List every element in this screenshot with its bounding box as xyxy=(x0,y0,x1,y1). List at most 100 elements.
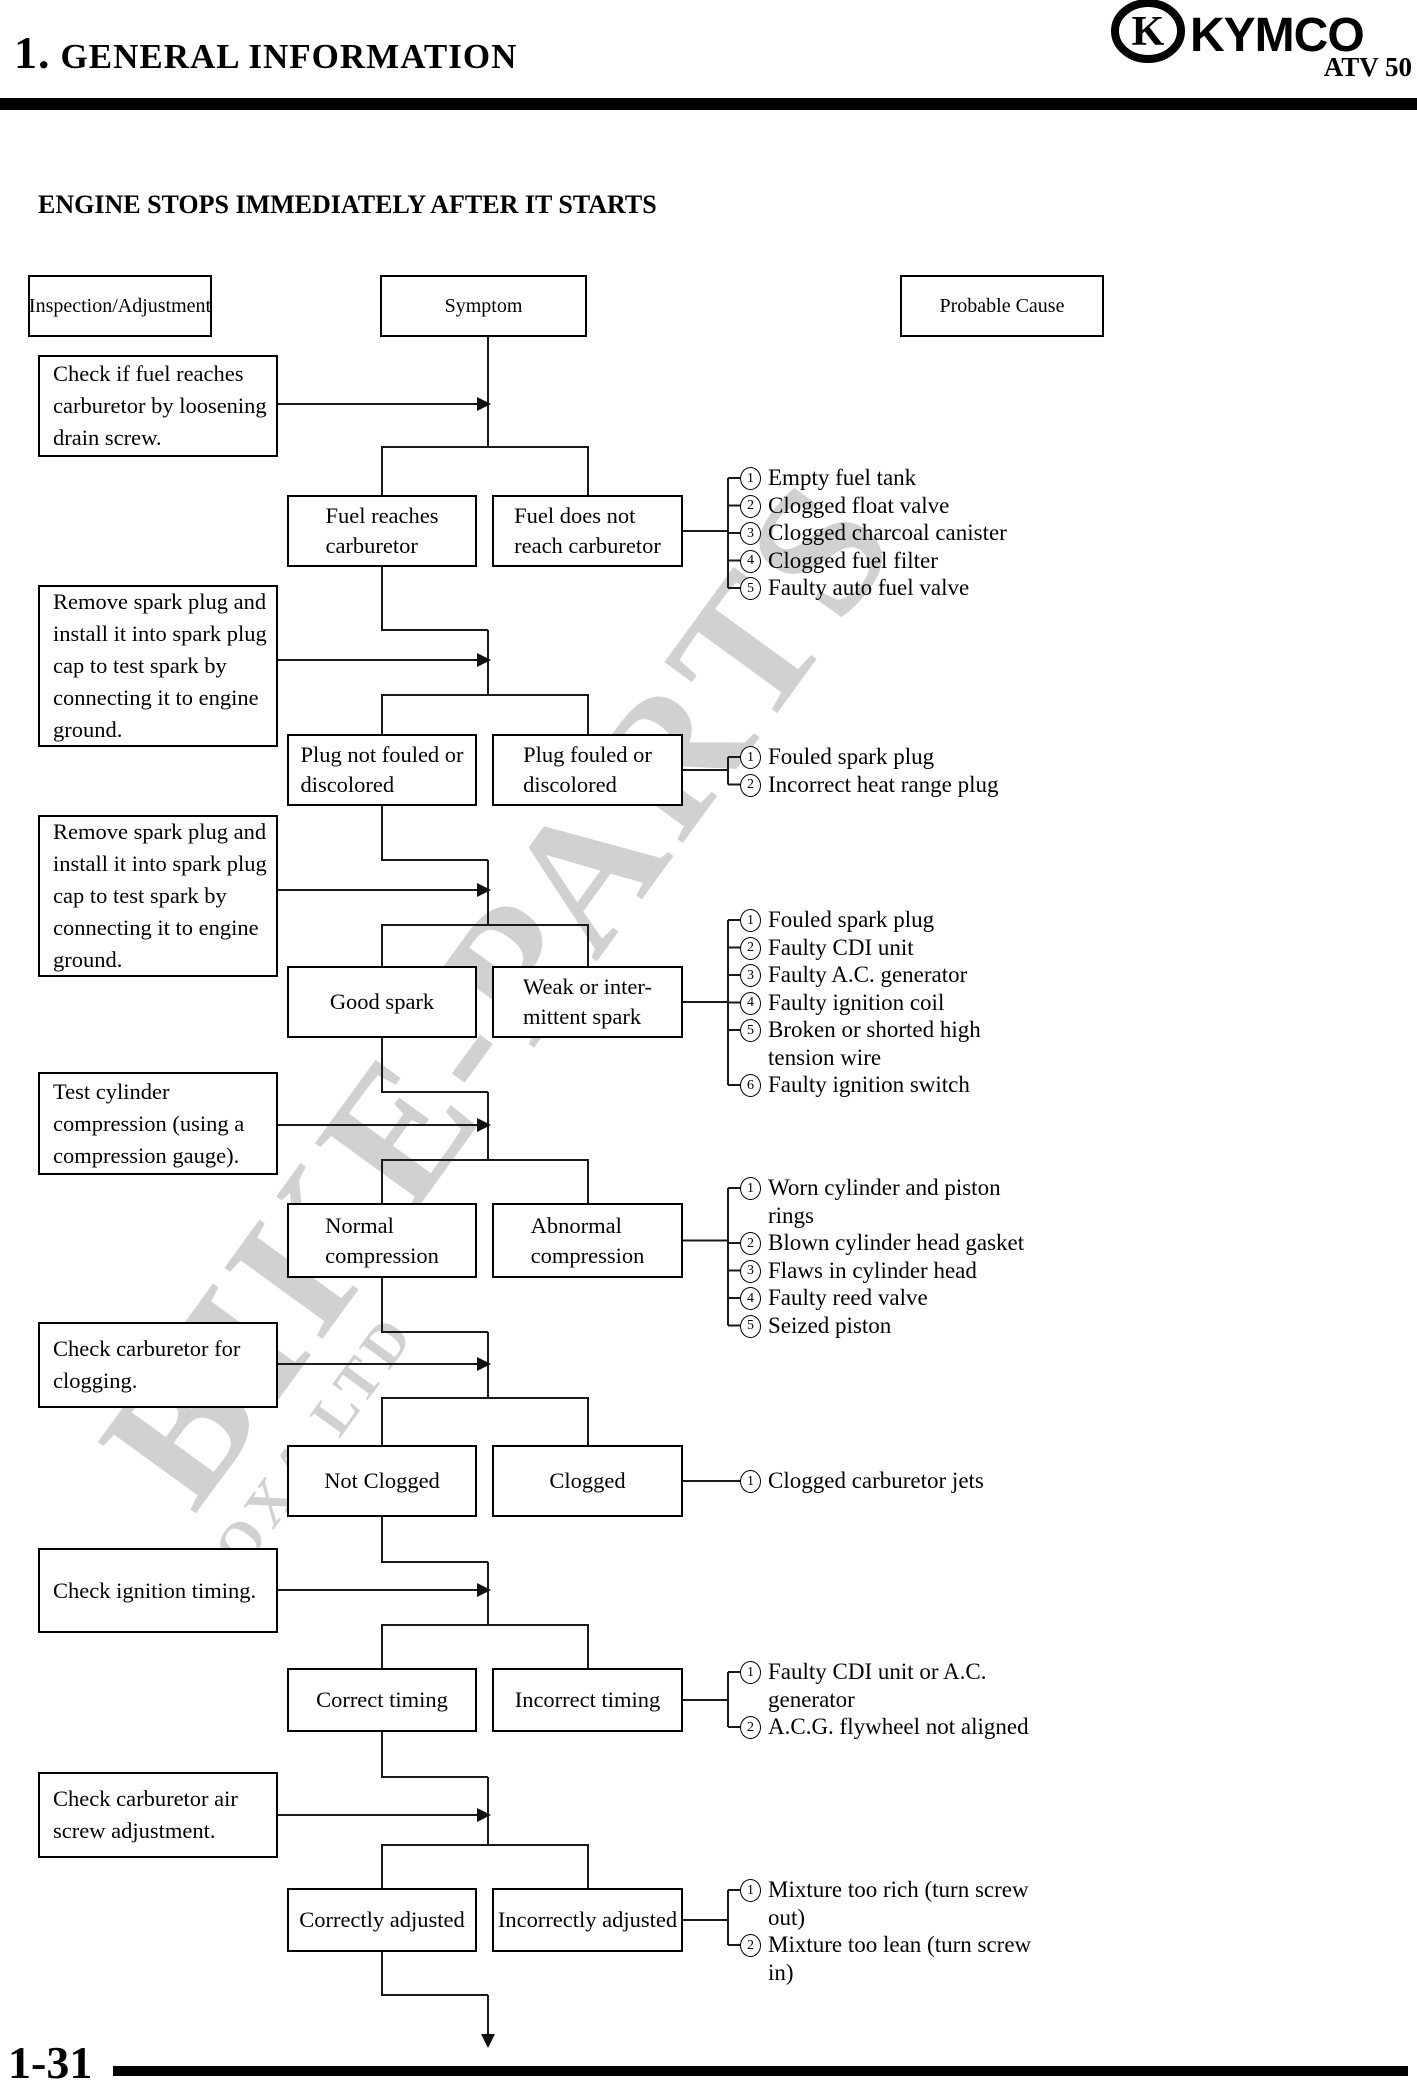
cause-text: Clogged float valve xyxy=(768,492,950,518)
cause-number: 3 xyxy=(740,964,761,987)
symptom-ok-text: Plug not fouled or discolored xyxy=(300,742,464,797)
kymco-logo: K xyxy=(1110,0,1186,71)
symptom-ok-box: Normal compression xyxy=(287,1203,477,1278)
cause-item: 4 Clogged fuel filter xyxy=(740,547,1007,575)
symptom-ok-box: Plug not fouled or discolored xyxy=(287,734,477,806)
cause-number: 3 xyxy=(740,522,761,545)
cause-text: Clogged charcoal canister xyxy=(768,520,1007,545)
brand-wordmark: KYMCO xyxy=(1190,9,1365,62)
symptom-bad-text: Incorrectly adjusted xyxy=(497,1907,678,1932)
cause-text: Faulty reed valve xyxy=(768,1285,928,1310)
page-number: 1-31 xyxy=(8,2037,93,2088)
cause-item: 2 Incorrect heat range plug xyxy=(740,771,999,799)
cause-number: 1 xyxy=(740,1470,761,1493)
symptom-ok-text: Correctly adjusted xyxy=(299,1907,465,1932)
symptom-bad-text: Weak or inter- mittent spark xyxy=(523,974,652,1029)
cause-number: 3 xyxy=(740,1259,761,1283)
symptom-bad-text: Clogged xyxy=(549,1468,626,1493)
column-header-probable-cause: Probable Cause xyxy=(900,275,1104,337)
inspection-box: Check carburetor for clogging. xyxy=(38,1322,278,1408)
symptom-bad-box: Abnormal compression xyxy=(492,1203,683,1278)
cause-number: 1 xyxy=(740,1177,761,1200)
symptom-bad-text: Abnormal compression xyxy=(530,1212,645,1268)
cause-text: Faulty CDI unit xyxy=(768,934,914,960)
cause-item: 2 A.C.G. flywheel not aligned xyxy=(740,1713,1029,1741)
cause-number: 1 xyxy=(740,909,761,932)
symptom-ok-text: Correct timing xyxy=(316,1687,448,1712)
column-header-inspection: Inspection/Adjustment xyxy=(28,275,212,337)
inspection-text: Remove spark plug and install it into sp… xyxy=(53,819,267,972)
symptom-ok-text: Fuel reaches carburetor xyxy=(325,503,439,558)
cause-number: 2 xyxy=(740,1232,761,1255)
cause-number: 2 xyxy=(740,773,761,797)
cause-text: Clogged fuel filter xyxy=(768,547,938,573)
symptom-ok-box: Correct timing xyxy=(287,1668,477,1732)
cause-number: 6 xyxy=(740,1074,761,1097)
footer-rule xyxy=(113,2066,1408,2076)
cause-text: Incorrect heat range plug xyxy=(768,771,999,797)
symptom-bad-box: Incorrectly adjusted xyxy=(492,1888,683,1952)
cause-number: 2 xyxy=(740,1716,761,1739)
cause-number: 5 xyxy=(740,1019,761,1042)
cause-text: Seized piston xyxy=(768,1312,892,1338)
cause-item: 5 Broken or shorted high tension wire xyxy=(740,1016,981,1071)
cause-number: 4 xyxy=(740,549,761,573)
cause-text: Flaws in cylinder head xyxy=(768,1257,977,1283)
cause-text: Mixture too rich (turn screw out) xyxy=(768,1877,1029,1930)
cause-item: 1 Clogged carburetor jets xyxy=(740,1467,984,1495)
column-header-symptom: Symptom xyxy=(380,275,587,337)
symptom-ok-box: Correctly adjusted xyxy=(287,1888,477,1952)
cause-item: 1 Fouled spark plug xyxy=(740,906,981,934)
cause-list: 1 Clogged carburetor jets xyxy=(740,1467,984,1495)
cause-item: 5 Seized piston xyxy=(740,1312,1024,1340)
cause-text: Empty fuel tank xyxy=(768,465,917,490)
cause-number: 1 xyxy=(740,746,761,769)
symptom-bad-box: Clogged xyxy=(492,1445,683,1517)
symptom-bad-box: Plug fouled or discolored xyxy=(492,734,683,806)
cause-text: Broken or shorted high tension wire xyxy=(768,1017,981,1070)
cause-item: 1 Worn cylinder and piston rings xyxy=(740,1174,1024,1229)
cause-item: 6 Faulty ignition switch xyxy=(740,1071,981,1099)
symptom-bad-text: Fuel does not reach carburetor xyxy=(514,503,661,558)
chapter-title: GENERAL INFORMATION xyxy=(60,37,518,76)
inspection-text: Check carburetor for clogging. xyxy=(53,1336,241,1393)
symptom-bad-text: Incorrect timing xyxy=(514,1687,661,1712)
cause-text: Fouled spark plug xyxy=(768,907,935,932)
cause-item: 2 Faulty CDI unit xyxy=(740,934,981,962)
cause-number: 1 xyxy=(740,1661,761,1684)
chapter-heading: 1. GENERAL INFORMATION xyxy=(14,26,517,79)
symptom-ok-box: Fuel reaches carburetor xyxy=(287,495,477,567)
symptom-bad-box: Weak or inter- mittent spark xyxy=(492,966,683,1038)
cause-text: Faulty auto fuel valve xyxy=(768,575,970,600)
cause-text: Clogged carburetor jets xyxy=(768,1468,984,1493)
cause-text: Worn cylinder and piston rings xyxy=(768,1175,1001,1228)
inspection-box: Check carburetor air screw adjustment. xyxy=(38,1772,278,1858)
symptom-bad-box: Incorrect timing xyxy=(492,1668,683,1732)
cause-text: Faulty ignition switch xyxy=(768,1072,970,1097)
cause-text: Blown cylinder head gasket xyxy=(768,1230,1025,1255)
symptom-ok-text: Not Clogged xyxy=(324,1468,440,1493)
inspection-box: Check if fuel reaches carburetor by loos… xyxy=(38,355,278,457)
symptom-ok-box: Good spark xyxy=(287,966,477,1038)
cause-number: 2 xyxy=(740,936,761,960)
cause-text: A.C.G. flywheel not aligned xyxy=(768,1714,1029,1739)
cause-number: 5 xyxy=(740,1314,761,1338)
inspection-box: Remove spark plug and install it into sp… xyxy=(38,585,278,747)
cause-item: 3 Flaws in cylinder head xyxy=(740,1257,1024,1285)
inspection-box: Remove spark plug and install it into sp… xyxy=(38,815,278,977)
